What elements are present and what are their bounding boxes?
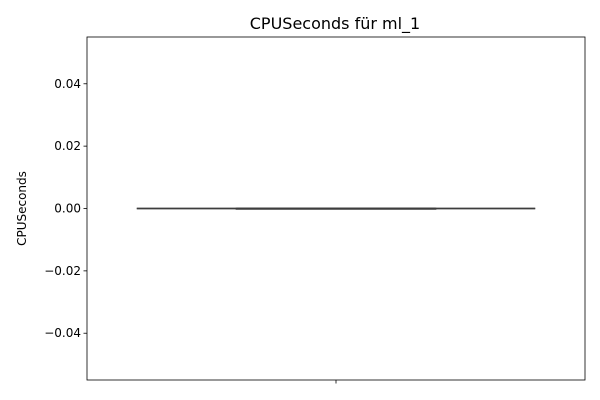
y-axis-ticks: −0.04 −0.02 0.00 0.02 0.04: [44, 77, 87, 340]
y-tick-label: 0.02: [54, 139, 81, 153]
y-axis-label: CPUSeconds: [15, 171, 29, 246]
y-tick-label: 0.00: [54, 202, 81, 216]
plot-area-frame: [86, 36, 586, 381]
y-tick-label: 0.04: [54, 77, 81, 91]
y-tick-label: −0.02: [44, 264, 81, 278]
box-plot-marks: [136, 207, 536, 210]
y-tick-label: −0.04: [44, 326, 81, 340]
chart-title: CPUSeconds für ml_1: [250, 14, 420, 34]
